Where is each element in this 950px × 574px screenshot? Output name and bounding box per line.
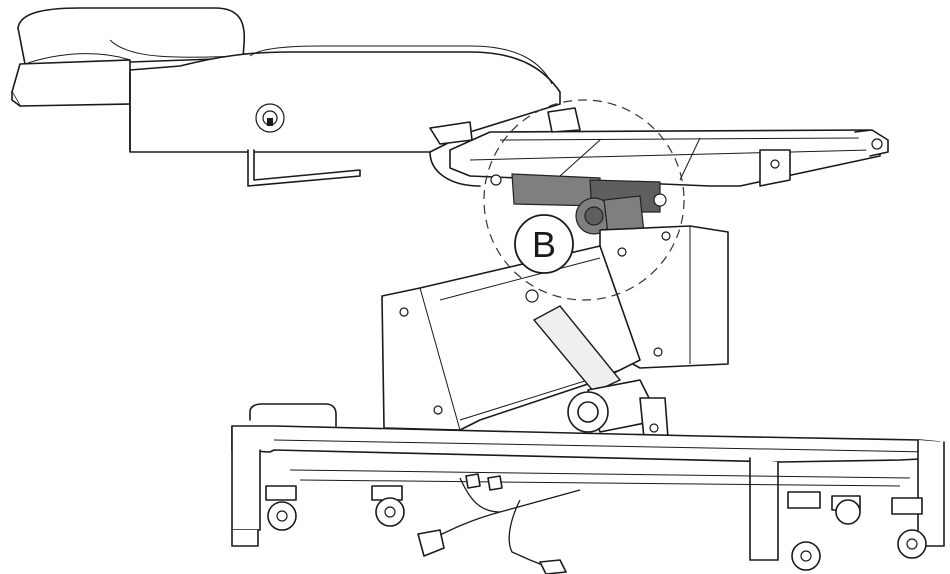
callout-label: B xyxy=(532,224,556,265)
cables xyxy=(417,473,581,574)
base-frame xyxy=(231,403,945,561)
lower-housing xyxy=(381,245,641,431)
callout-b: B xyxy=(514,214,574,274)
lower-motor xyxy=(567,379,669,439)
casters xyxy=(265,485,927,571)
seat-frame xyxy=(429,107,889,187)
actuator-b xyxy=(490,173,667,235)
headrest xyxy=(11,7,246,107)
detail-circle-b xyxy=(483,99,685,301)
